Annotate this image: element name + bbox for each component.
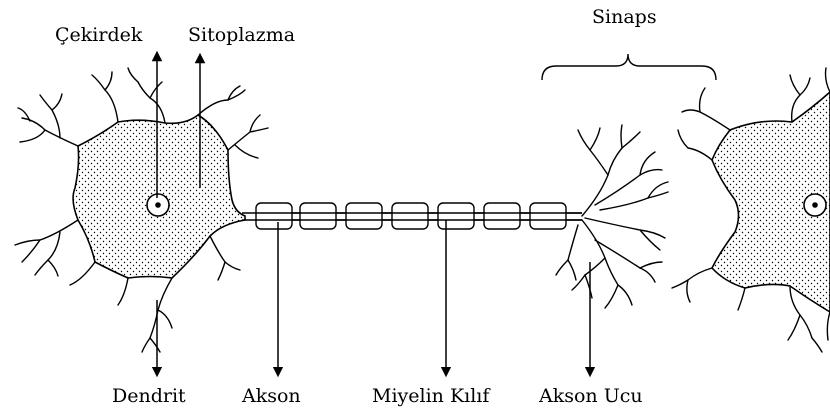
cytoplasm-label: Sitoplazma <box>188 26 295 45</box>
right-nucleus <box>804 194 826 216</box>
nucleus-label: Çekirdek <box>55 26 142 45</box>
axon-terminal-label: Akson Ucu <box>539 387 643 406</box>
axon-label: Akson <box>242 387 301 406</box>
axon-terminal-branches <box>556 125 668 308</box>
synapse-brace <box>542 54 716 80</box>
dendrite-label: Dendrit <box>112 387 186 406</box>
myelin-label: Miyelin Kılıf <box>372 387 489 406</box>
left-nucleus <box>147 194 169 216</box>
myelin-sheath <box>256 203 566 229</box>
synapse-label: Sinaps <box>592 8 657 27</box>
